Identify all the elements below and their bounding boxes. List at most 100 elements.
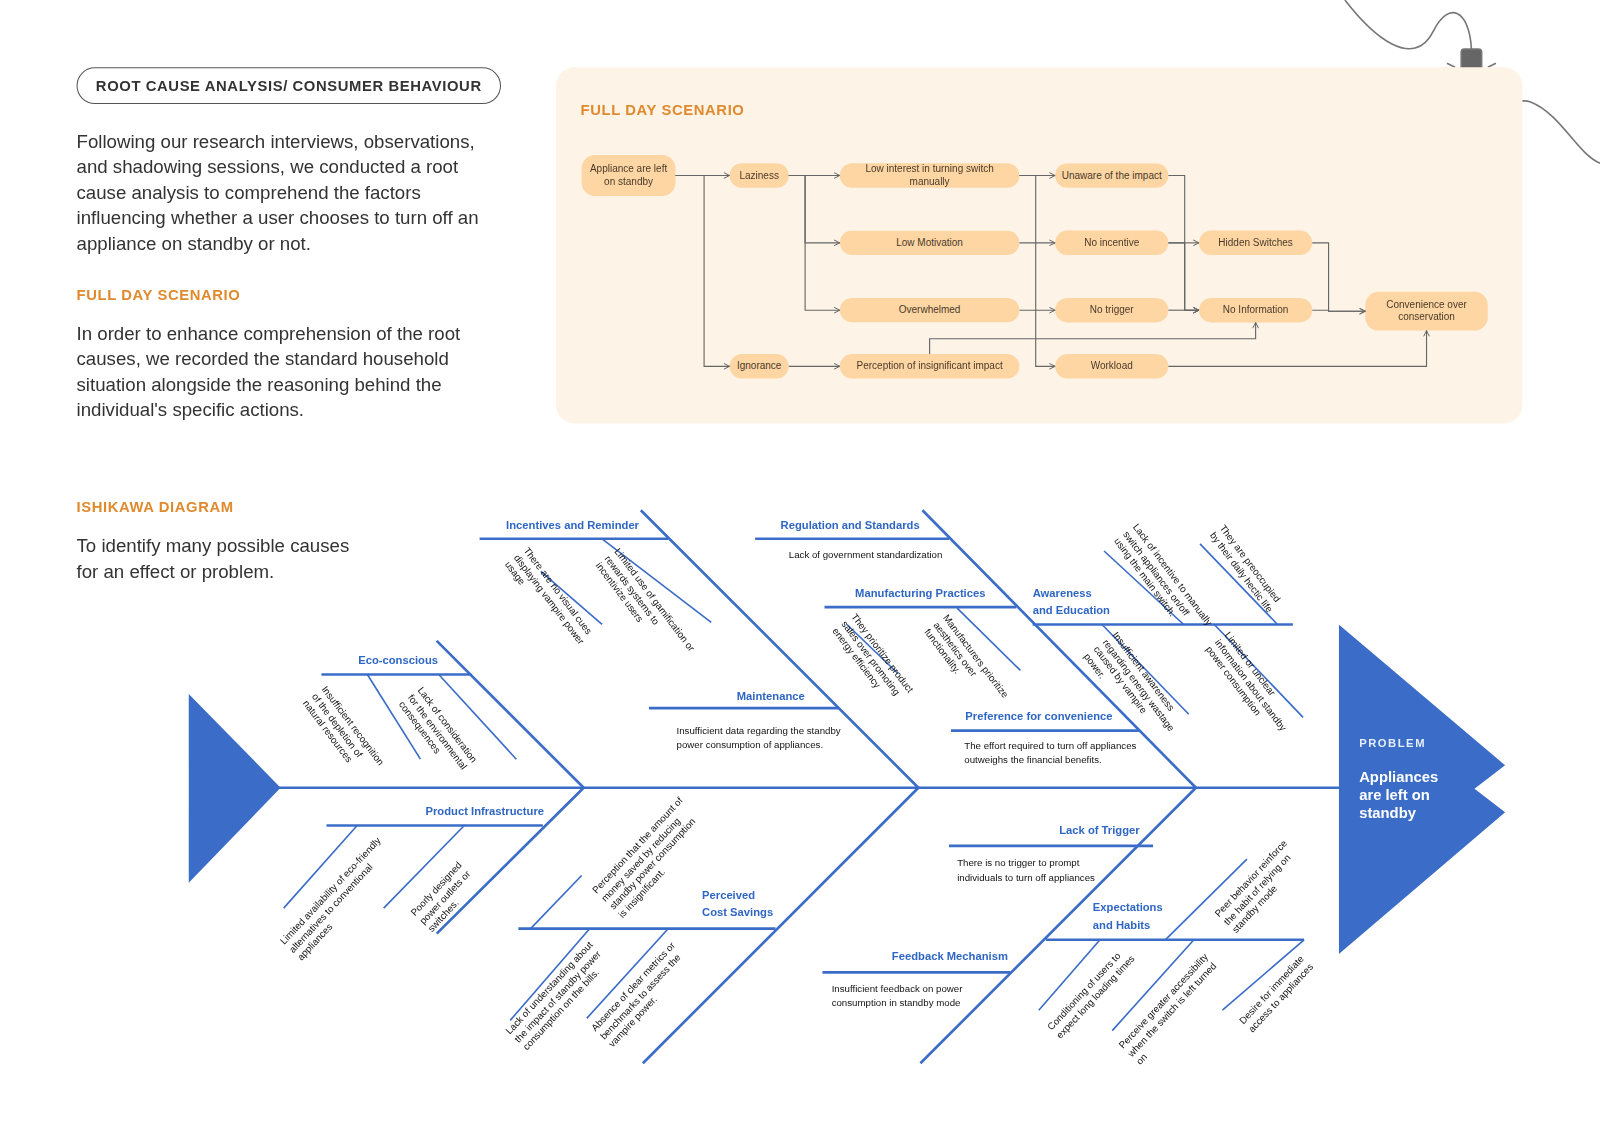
bone <box>327 824 543 827</box>
bone <box>321 673 471 676</box>
category-label: Preference for convenience <box>965 708 1112 725</box>
node-text: No incentive <box>1084 237 1139 249</box>
flow-box: Appliance are left on standby <box>582 155 676 196</box>
node-text: Overwhelmed <box>899 304 961 316</box>
cause-text: Lack of incentive to manually switch app… <box>1112 521 1217 644</box>
node-text: Unaware of the impact <box>1062 169 1162 181</box>
connector <box>789 176 840 243</box>
node-text: ROOT CAUSE ANALYSIS/ CONSUMER BEHAVIOUR <box>96 78 482 94</box>
node-text: No trigger <box>1090 304 1134 316</box>
cause-text: Insufficient feedback on power consumpti… <box>832 982 985 1011</box>
connector <box>789 366 840 367</box>
node-text: Low interest in turning switch manually <box>846 163 1013 187</box>
node-text: Convenience over conservation <box>1371 299 1481 323</box>
bone <box>649 707 839 710</box>
cause-text: Limited or unclear information about sta… <box>1204 630 1303 745</box>
node-text: PROBLEM <box>1359 737 1426 749</box>
flow-box: Convenience over conservation <box>1365 292 1487 331</box>
category-label: Perceived Cost Savings <box>702 887 779 922</box>
flow-box: Perception of insignificant impact <box>840 354 1020 378</box>
connector <box>1168 176 1199 311</box>
bone <box>822 971 1010 974</box>
connector <box>1019 175 1055 176</box>
category-label: Awareness and Education <box>1033 585 1115 620</box>
cause-text: Insufficient recognition of the depletio… <box>300 684 390 787</box>
section-heading: ISHIKAWA DIAGRAM <box>77 499 234 515</box>
category-label: Product Infrastructure <box>426 803 545 820</box>
bone <box>824 606 1016 609</box>
node-text: Low Motivation <box>896 237 963 249</box>
category-label: Feedback Mechanism <box>892 948 1008 965</box>
flow-box: Laziness <box>730 163 789 187</box>
category-label: Maintenance <box>737 688 805 705</box>
cause-text: Absence of clear metrics or benchmarks t… <box>589 932 702 1049</box>
flow-box: Overwhelmed <box>840 298 1020 322</box>
node-text: Appliance are left on standby <box>588 163 670 187</box>
category-label: Regulation and Standards <box>781 516 920 533</box>
connector <box>676 176 730 367</box>
node-text: Workload <box>1091 360 1133 372</box>
category-label: Expectations and Habits <box>1093 899 1175 934</box>
cause-text: There is no trigger to prompt individual… <box>957 856 1110 885</box>
cause-text: Conditioning of users to expect long loa… <box>1045 942 1139 1040</box>
flow-box: Low interest in turning switch manually <box>840 163 1020 187</box>
node-text: No Information <box>1223 304 1289 316</box>
connector <box>1312 243 1365 311</box>
cause-text: Desire for immediate access to appliance… <box>1237 947 1320 1034</box>
section-heading: FULL DAY SCENARIO <box>77 287 241 303</box>
ishikawa-paragraph: To identify many possible causes for an … <box>77 533 373 584</box>
bone <box>1046 938 1304 941</box>
flow-box: Ignorance <box>730 354 789 378</box>
bone <box>1033 623 1293 626</box>
flow-box: Hidden Switches <box>1199 231 1312 255</box>
connector <box>930 322 1256 354</box>
flow-box: Low Motivation <box>840 231 1020 255</box>
flow-box: Workload <box>1055 354 1168 378</box>
flow-box: Unaware of the impact <box>1055 163 1168 187</box>
node-text: Laziness <box>739 169 778 181</box>
cause-text: Lack of government standardization <box>789 548 943 562</box>
flow-box: No trigger <box>1055 298 1168 322</box>
category-label: Lack of Trigger <box>1059 821 1139 838</box>
cause-text: Manufacturers prioritize aesthetics over… <box>922 612 1015 719</box>
connector <box>1019 310 1055 366</box>
cause-text: Limited availability of eco-friendly alt… <box>278 831 405 963</box>
scenario-panel: FULL DAY SCENARIO Appliance are left on s… <box>556 67 1522 423</box>
problem-head: PROBLEMAppliances are left on standby <box>1339 624 1505 954</box>
cause-text: They are preoccupied by their daily hect… <box>1208 522 1288 618</box>
category-label: Incentives and Reminder <box>506 516 639 533</box>
head-outline <box>1339 624 1505 954</box>
category-label: Eco-conscious <box>358 652 438 669</box>
cause-text: There are no visual cues displaying vamp… <box>502 545 607 668</box>
bone <box>951 729 1139 732</box>
node-text: Ignorance <box>737 360 781 372</box>
connector <box>1168 242 1199 243</box>
cause-text: They prioritize product sales over promo… <box>830 611 920 714</box>
heading-pill: ROOT CAUSE ANALYSIS/ CONSUMER BEHAVIOUR <box>77 67 501 104</box>
bone <box>480 537 669 540</box>
cause-text: Peer behavior reinforce the habit of rel… <box>1212 837 1307 936</box>
node-text: Perception of insignificant impact <box>857 360 1003 372</box>
connector <box>789 175 840 176</box>
node-text: FULL DAY SCENARIO <box>581 102 745 118</box>
cause-ticks <box>284 539 1304 1031</box>
connector <box>1019 176 1055 311</box>
cause-text: Poorly designed power outlets or switche… <box>408 839 500 934</box>
connector <box>789 176 840 311</box>
cause-text: Perception that the amount of money save… <box>590 794 711 919</box>
connector <box>1312 310 1365 311</box>
wire <box>1345 0 1472 49</box>
cause-text: Limited use of gamification or rewards s… <box>593 546 698 669</box>
node-text: Hidden Switches <box>1218 237 1292 249</box>
cause-text: Insufficient data regarding the standby … <box>677 723 850 752</box>
connector <box>1168 331 1426 367</box>
cause-text: The effort required to turn off applianc… <box>964 739 1148 768</box>
bone <box>518 927 775 930</box>
cause-text: Lack of consideration for the environmen… <box>396 685 486 788</box>
category-label: Manufacturing Practices <box>855 585 985 602</box>
tick <box>531 876 582 929</box>
connector <box>1019 242 1055 243</box>
scenario-paragraph: In order to enhance comprehension of the… <box>77 320 485 422</box>
connector <box>676 175 730 176</box>
